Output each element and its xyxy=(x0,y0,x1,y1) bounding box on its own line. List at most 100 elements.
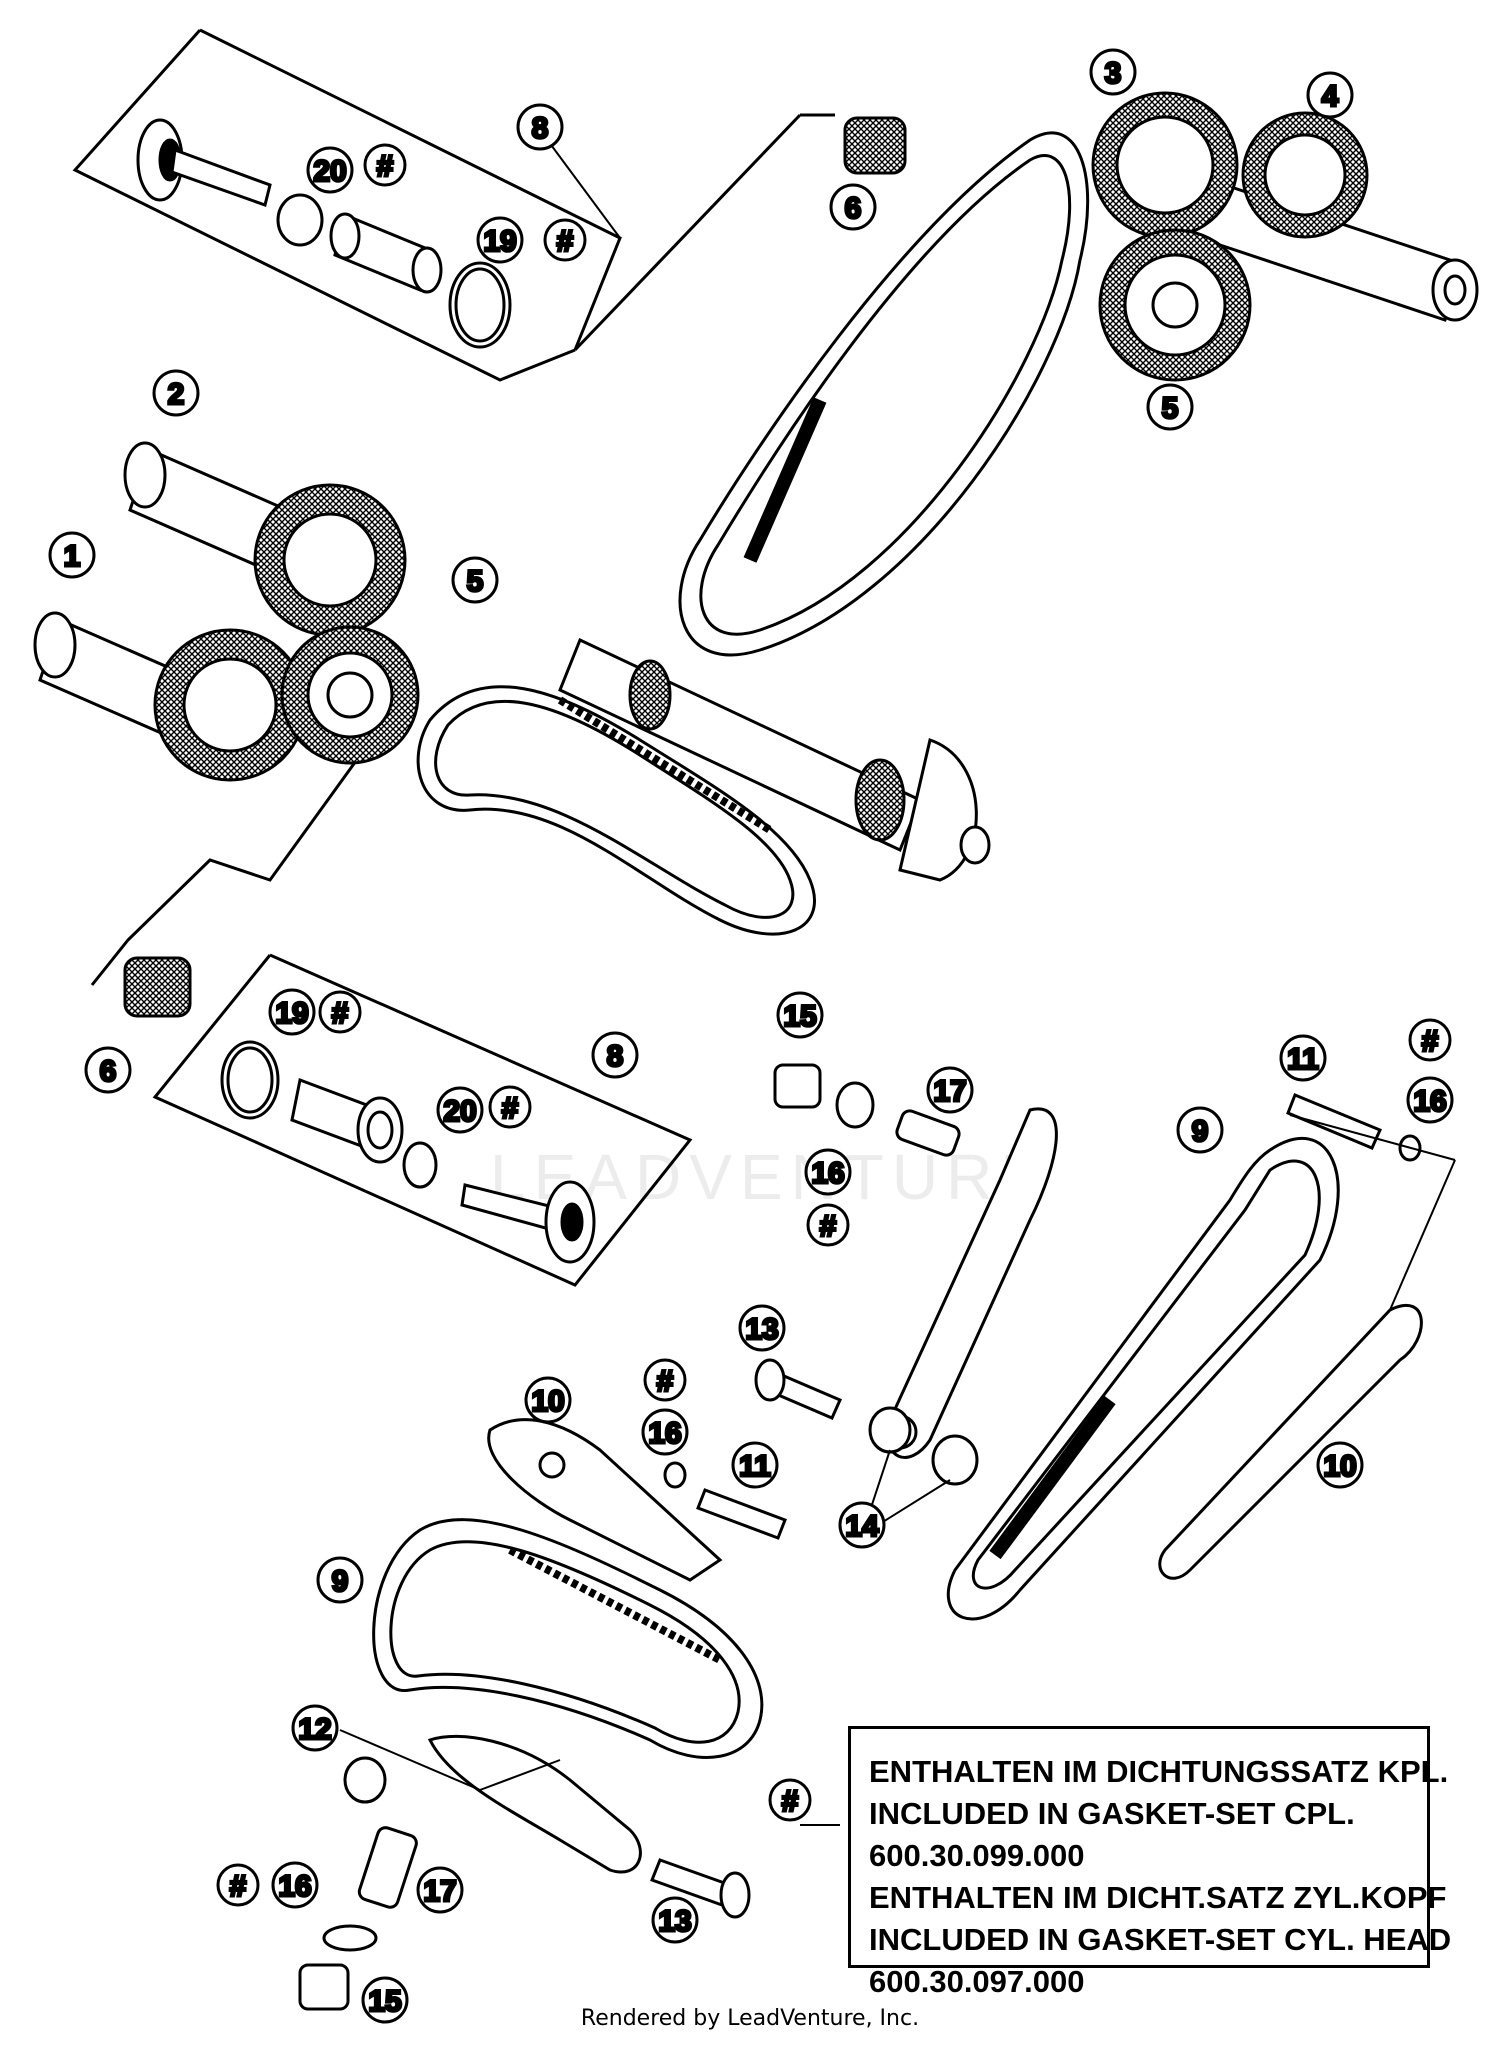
svg-text:11: 11 xyxy=(1287,1043,1319,1076)
callout-9: 9 xyxy=(316,1556,364,1604)
timing-chain-right xyxy=(946,1136,1340,1621)
legend-line: INCLUDED IN GASKET-SET CYL. HEAD xyxy=(869,1922,1452,1957)
svg-text:#: # xyxy=(820,1210,837,1243)
callout-5: 5 xyxy=(451,556,499,604)
svg-text:#: # xyxy=(782,1785,799,1818)
tensioner-rail-right xyxy=(882,1107,1058,1459)
svg-text:#: # xyxy=(557,225,574,258)
svg-text:19: 19 xyxy=(275,997,308,1030)
callout-14: 14 xyxy=(838,1501,886,1549)
legend-line: 600.30.097.000 xyxy=(869,1964,1085,1999)
footer-credit: Rendered by LeadVenture, Inc. xyxy=(580,2006,920,2031)
hash-marker: # xyxy=(216,1863,260,1907)
svg-text:20: 20 xyxy=(313,155,346,188)
svg-text:16: 16 xyxy=(278,1870,311,1903)
bearing-assembly-bottom xyxy=(90,699,693,1287)
callout-16: 16 xyxy=(804,1148,852,1196)
legend-line: ENTHALTEN IM DICHT.SATZ ZYL.KOPF xyxy=(869,1880,1447,1915)
svg-text:10: 10 xyxy=(1323,1450,1356,1483)
svg-text:1: 1 xyxy=(64,540,81,573)
legend-line: INCLUDED IN GASKET-SET CPL. xyxy=(869,1796,1355,1831)
callout-8: 8 xyxy=(591,1031,639,1079)
legend-line: 600.30.099.000 xyxy=(869,1838,1085,1873)
hash-marker: # xyxy=(643,1358,687,1402)
hash-marker: # xyxy=(318,990,362,1034)
callout-19: 19 xyxy=(268,988,316,1036)
svg-text:12: 12 xyxy=(298,1713,331,1746)
svg-text:19: 19 xyxy=(483,225,516,258)
svg-text:#: # xyxy=(332,997,349,1030)
bearing-assembly-top xyxy=(72,28,835,382)
camshaft-gears-left xyxy=(33,441,420,782)
callout-17: 17 xyxy=(416,1866,464,1914)
callout-9: 9 xyxy=(1176,1106,1224,1154)
callout-19: 19 xyxy=(476,216,524,264)
legend-box: ENTHALTEN IM DICHTUNGSSATZ KPL. INCLUDED… xyxy=(848,1726,1452,1999)
callout-13: 13 xyxy=(651,1896,699,1944)
callout-8: 8 xyxy=(516,103,564,151)
callout-13: 13 xyxy=(738,1304,786,1352)
callout-16: 16 xyxy=(271,1861,319,1909)
svg-text:4: 4 xyxy=(1322,80,1339,113)
svg-text:8: 8 xyxy=(532,112,549,145)
svg-text:#: # xyxy=(230,1870,247,1903)
callout-4: 4 xyxy=(1306,71,1354,119)
guide-rail-lower xyxy=(487,1418,723,1582)
gasket-set-markers: # # # # # # # # # xyxy=(216,143,1452,1907)
callout-12: 12 xyxy=(291,1704,339,1752)
callout-1: 1 xyxy=(48,531,96,579)
callout-3: 3 xyxy=(1089,48,1137,96)
callout-6: 6 xyxy=(84,1046,132,1094)
timing-chain-lower xyxy=(372,1518,764,1759)
legend-line: ENTHALTEN IM DICHTUNGSSATZ KPL. xyxy=(869,1754,1449,1789)
callout-20: 20 xyxy=(436,1086,484,1134)
hash-marker: # xyxy=(768,1778,812,1822)
svg-text:#: # xyxy=(377,150,394,183)
callout-15: 15 xyxy=(776,991,824,1039)
callout-16: 16 xyxy=(1406,1076,1454,1124)
guide-rail-right xyxy=(1158,1303,1423,1580)
small-parts xyxy=(298,1063,1422,2011)
svg-text:13: 13 xyxy=(658,1905,691,1938)
callout-2: 2 xyxy=(152,369,200,417)
hash-marker: # xyxy=(1408,1018,1452,1062)
hash-marker: # xyxy=(543,218,587,262)
callout-10: 10 xyxy=(1316,1441,1364,1489)
svg-text:8: 8 xyxy=(607,1040,624,1073)
timing-chain-middle xyxy=(416,685,816,936)
svg-text:17: 17 xyxy=(423,1875,456,1908)
callout-17: 17 xyxy=(926,1066,974,1114)
callout-11: 11 xyxy=(731,1441,779,1489)
svg-text:9: 9 xyxy=(1192,1115,1209,1148)
hash-marker: # xyxy=(363,143,407,187)
svg-text:3: 3 xyxy=(1105,57,1122,90)
svg-text:#: # xyxy=(1422,1025,1439,1058)
callout-5: 5 xyxy=(1146,383,1194,431)
timing-chain-upper xyxy=(678,131,1090,657)
leader-lines xyxy=(339,129,1456,1826)
svg-text:11: 11 xyxy=(739,1450,771,1483)
svg-text:16: 16 xyxy=(648,1417,681,1450)
svg-text:17: 17 xyxy=(933,1075,966,1108)
svg-text:5: 5 xyxy=(1162,392,1179,425)
hash-marker: # xyxy=(488,1085,532,1129)
callouts: 1 2 3 4 5 5 6 6 8 8 9 9 10 10 11 11 12 1… xyxy=(48,48,1454,2024)
svg-text:15: 15 xyxy=(783,1000,816,1033)
svg-text:6: 6 xyxy=(845,192,862,225)
svg-text:15: 15 xyxy=(368,1985,401,2018)
camshaft-gears-upper xyxy=(1091,91,1479,382)
svg-text:9: 9 xyxy=(332,1565,349,1598)
callout-15: 15 xyxy=(361,1976,409,2024)
svg-text:16: 16 xyxy=(1413,1085,1446,1118)
callout-10: 10 xyxy=(524,1376,572,1424)
svg-text:#: # xyxy=(657,1365,674,1398)
svg-text:20: 20 xyxy=(443,1095,476,1128)
tensioner-lower xyxy=(427,1734,642,1874)
svg-text:#: # xyxy=(502,1092,519,1125)
svg-text:16: 16 xyxy=(811,1157,844,1190)
hash-marker: # xyxy=(806,1203,850,1247)
svg-text:14: 14 xyxy=(845,1510,879,1543)
callout-11: 11 xyxy=(1279,1034,1327,1082)
small-sprocket-bottom xyxy=(123,956,192,1018)
small-sprocket-top xyxy=(843,116,907,175)
